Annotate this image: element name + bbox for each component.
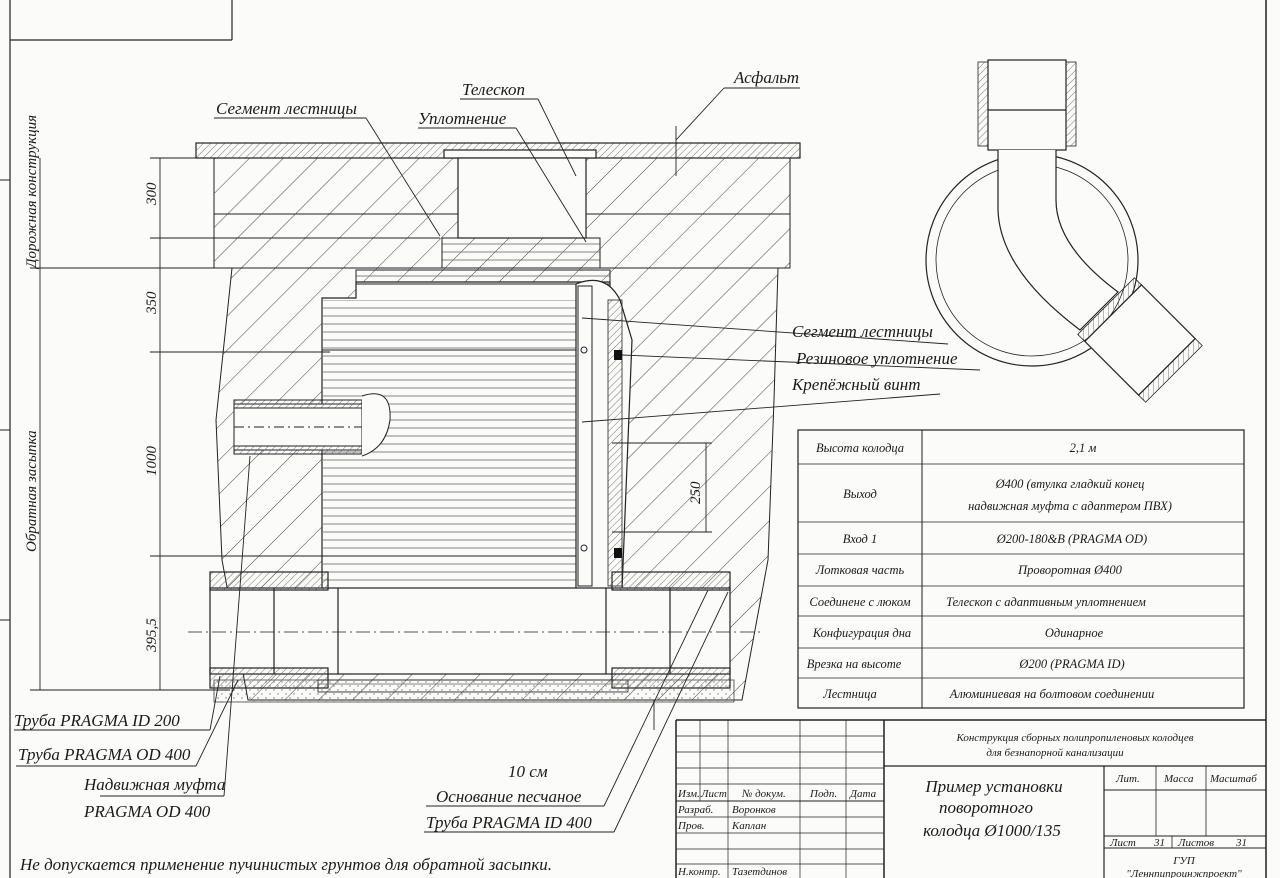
spec-table: Высота колодца 2,1 м Выход Ø400 (втулка … xyxy=(797,429,1245,709)
elbow-detail xyxy=(925,59,1203,403)
label-pipe-id200: Труба PRAGMA ID 200 xyxy=(14,711,180,730)
title-block xyxy=(675,719,1266,878)
label-rubber-seal: Резиновое уплотнение xyxy=(795,349,958,368)
label-backfill: Обратная засыпка xyxy=(24,430,40,552)
tb-h-izm: Изм. xyxy=(677,788,700,800)
tb-sheet-no: 31 xyxy=(1153,837,1165,849)
label-pipe-od400: Труба PRAGMA OD 400 xyxy=(18,745,191,764)
telescope xyxy=(441,149,601,269)
spec-value: Ø400 (втулка гладкий конец xyxy=(995,477,1145,491)
dim-1000: 1000 xyxy=(144,446,160,477)
dim-250: 250 xyxy=(688,481,704,504)
tb-title-3: колодца Ø1000/135 xyxy=(923,821,1061,840)
tb-sheets-label: Листов xyxy=(1177,837,1214,849)
spec-param: Высота колодца xyxy=(816,441,904,455)
dim-350: 350 xyxy=(144,291,160,315)
spec-value: Ø200 (PRAGMA ID) xyxy=(1018,657,1124,671)
spec-param: Выход xyxy=(843,487,877,501)
tb-project-2: для безнапорной канализации xyxy=(986,747,1124,759)
dim-300: 300 xyxy=(144,182,160,206)
label-sand-base: Основание песчаное xyxy=(436,787,582,806)
tb-lit: Лит. xyxy=(1115,773,1140,785)
tb-h-list: Лист xyxy=(700,788,727,800)
spec-param: Врезка на высоте xyxy=(807,657,902,671)
well-body xyxy=(321,269,633,591)
dim-395: 395,5 xyxy=(144,618,160,653)
spec-param: Вход 1 xyxy=(843,532,877,546)
spec-value: Алюминиевая на болтовом соединении xyxy=(949,687,1154,701)
tb-mass: Масса xyxy=(1163,773,1194,785)
label-ladder-segment-right: Сегмент лестницы xyxy=(792,322,933,341)
spec-param: Лотковая часть xyxy=(815,563,905,577)
label-asphalt: Асфальт xyxy=(733,68,799,87)
rubber-seal-mark xyxy=(614,350,622,360)
label-fixing-screw: Крепёжный винт xyxy=(791,375,920,394)
spec-value: 2,1 м xyxy=(1070,441,1097,455)
tb-sheet-label: Лист xyxy=(1109,837,1136,849)
tb-h-sign: Подп. xyxy=(809,788,837,800)
tb-r-nk-name: Тазетдинов xyxy=(732,866,787,878)
spec-value: Проворотная Ø400 xyxy=(1017,563,1122,577)
tb-scale: Масштаб xyxy=(1209,773,1257,785)
label-road-structure: Дорожная конструкция xyxy=(24,115,40,270)
label-coupling: Надвижная муфта xyxy=(83,775,225,794)
label-base-thickness: 10 см xyxy=(508,762,548,781)
spec-param: Конфигурация дна xyxy=(812,626,911,640)
bottom-pipe-400 xyxy=(188,571,760,693)
label-pipe-id400: Труба PRAGMA ID 400 xyxy=(426,813,592,832)
dimension-lines xyxy=(30,126,712,691)
spec-value: Одинарное xyxy=(1045,626,1104,640)
tb-r-dev-name: Воронков xyxy=(732,804,776,816)
spec-value: Телескоп с адаптивным уплотнением xyxy=(946,595,1146,609)
spec-value-2: надвижная муфта с адаптером ПВХ) xyxy=(968,499,1172,513)
tb-title-1: Пример установки xyxy=(924,777,1062,796)
note-backfill: Не допускается применение пучинистых гру… xyxy=(19,855,552,874)
tb-r-check-name: Каплан xyxy=(731,820,767,832)
leader-lines xyxy=(14,87,981,833)
tb-r-check: Пров. xyxy=(677,820,704,832)
tb-h-date: Дата xyxy=(849,788,877,800)
tb-project: Конструкция сборных полипропиленовых кол… xyxy=(955,732,1193,744)
tb-h-doc: № докум. xyxy=(741,788,786,800)
tb-org-1: ГУП xyxy=(1172,855,1196,867)
spec-value: Ø200-180&B (PRAGMA OD) xyxy=(996,532,1147,546)
ladder-rail xyxy=(577,285,593,587)
tb-sheets-no: 31 xyxy=(1235,837,1247,849)
spec-param: Лестница xyxy=(822,687,877,701)
label-ladder-segment-top: Сегмент лестницы xyxy=(216,99,357,118)
label-telescope: Телескоп xyxy=(462,80,525,99)
inlet-pipe-200 xyxy=(233,393,391,457)
tb-r-dev: Разраб. xyxy=(677,804,713,816)
tb-r-nk: Н.контр. xyxy=(677,866,721,878)
tb-title-2: поворотного xyxy=(939,798,1033,817)
tb-org-2: "Леннпипроинжпроект" xyxy=(1126,868,1242,878)
label-seal: Уплотнение xyxy=(418,109,507,128)
label-coupling-model: PRAGMA OD 400 xyxy=(83,802,211,821)
spec-param: Соединене с люком xyxy=(809,595,910,609)
